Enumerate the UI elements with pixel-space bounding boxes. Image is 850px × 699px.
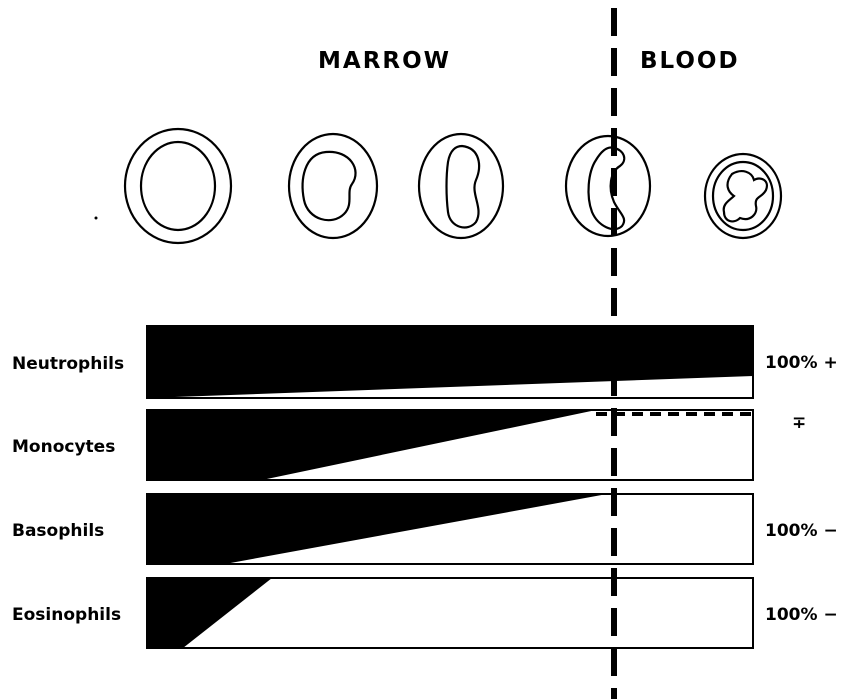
blood-heading: BLOOD [640, 48, 740, 74]
row-value-eosinophils: 100% − [765, 605, 838, 625]
bar-neutrophils [147, 326, 753, 398]
cell-metamyelocyte [566, 136, 650, 236]
cell-sequence [125, 129, 781, 243]
cell-myelocyte [419, 134, 503, 238]
cell-myeloblast [125, 129, 231, 243]
row-label-basophils: Basophils [12, 521, 104, 541]
row-value-monocytes: ∓ [792, 413, 806, 433]
row-label-eosinophils: Eosinophils [12, 605, 121, 625]
bar-monocytes [147, 410, 753, 480]
bar-basophils [147, 494, 753, 564]
row-value-neutrophils: 100% + [765, 353, 838, 373]
row-value-basophils: 100% − [765, 521, 838, 541]
speck-mark [95, 217, 98, 220]
cell-promyelocyte [289, 134, 377, 238]
marrow-heading: MARROW [318, 48, 451, 74]
row-label-monocytes: Monocytes [12, 437, 115, 457]
cell-segmented-neutrophil [705, 154, 781, 238]
row-label-neutrophils: Neutrophils [12, 354, 124, 374]
bar-eosinophils [147, 578, 753, 648]
